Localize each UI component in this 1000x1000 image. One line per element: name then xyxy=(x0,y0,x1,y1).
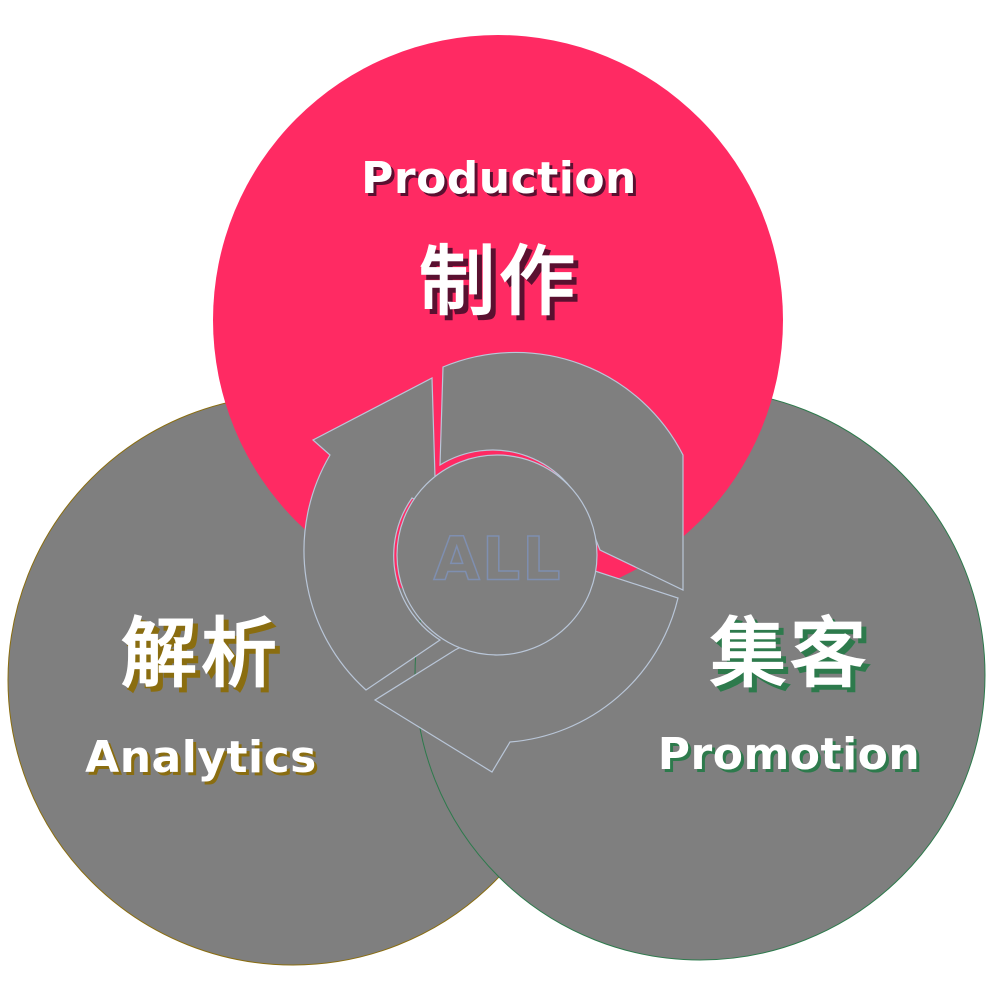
promotion-label-en-shadow: Promotion xyxy=(661,732,923,783)
cycle-ring xyxy=(303,351,684,773)
cycle-inner-outline xyxy=(396,454,598,656)
cycle-arrow-top-right xyxy=(439,351,684,591)
center-label: ALL xyxy=(434,525,563,595)
production-label-en-shadow: Production xyxy=(364,156,640,207)
promotion-label-jp: 集客 xyxy=(709,609,870,698)
promotion-label-en: Promotion xyxy=(658,729,920,780)
analytics-label-en: Analytics xyxy=(85,732,317,783)
production-label-jp-shadow: 制作 xyxy=(424,242,584,331)
production-label-en: Production xyxy=(361,153,637,204)
production-label-jp: 制作 xyxy=(419,237,579,326)
promotion-label-jp-shadow: 集客 xyxy=(714,614,875,703)
analytics-label-jp: 解析 xyxy=(121,609,281,698)
analytics-label-en-shadow: Analytics xyxy=(88,735,320,786)
analytics-label-jp-shadow: 解析 xyxy=(126,614,286,703)
cycle-arrow-left xyxy=(303,377,442,691)
